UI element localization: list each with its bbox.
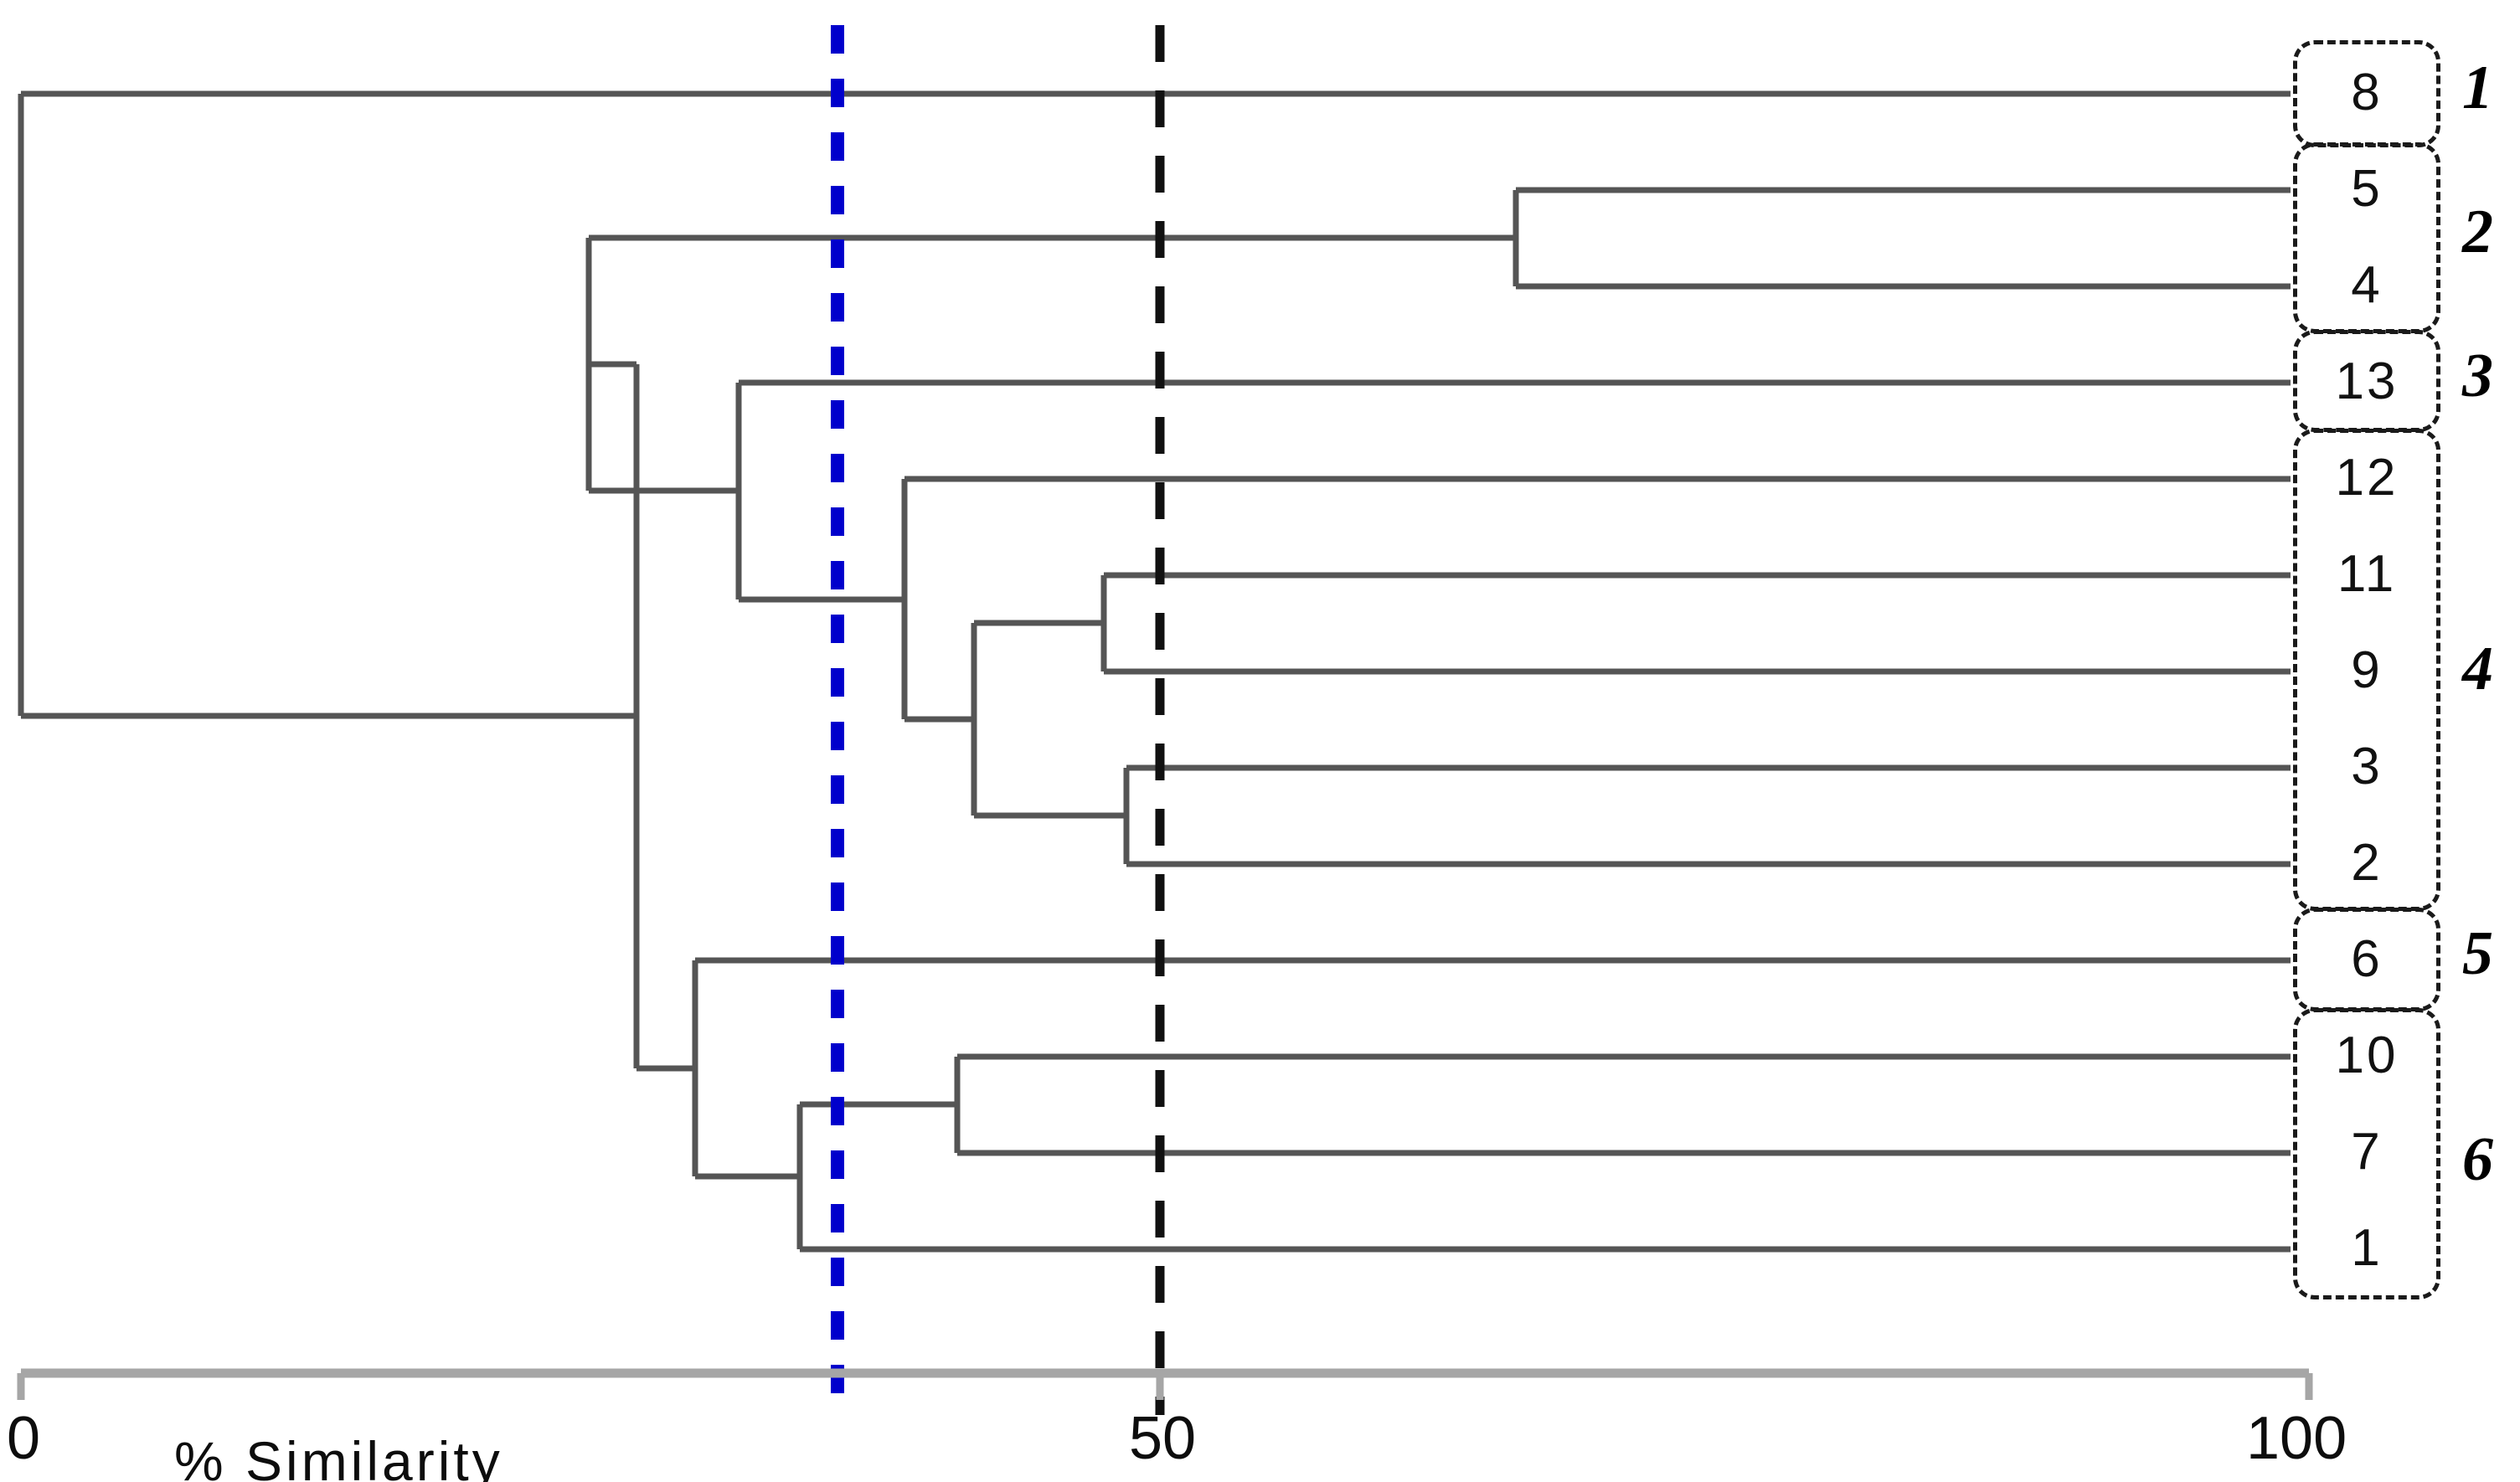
leaf-label-9: 9 — [2351, 641, 2383, 699]
branch-lines — [18, 90, 2291, 1253]
group-label-5: 5 — [2462, 919, 2493, 988]
x-axis — [17, 1368, 2313, 1400]
group-label-3: 3 — [2462, 342, 2493, 410]
leaf-label-11: 11 — [2337, 545, 2397, 603]
group-label-1: 1 — [2462, 54, 2493, 122]
leaf-label-12: 12 — [2335, 449, 2399, 507]
axis-title: % Similarity — [174, 1430, 503, 1482]
leaf-label-1: 1 — [2351, 1219, 2383, 1277]
group-label-6: 6 — [2462, 1125, 2493, 1194]
group-label-2: 2 — [2462, 198, 2493, 266]
leaf-label-13: 13 — [2335, 352, 2399, 410]
leaf-label-4: 4 — [2351, 256, 2383, 314]
leaf-label-8: 8 — [2351, 64, 2383, 121]
leaf-label-10: 10 — [2335, 1027, 2399, 1084]
axis-tick-label-100: 100 — [2246, 1405, 2347, 1472]
leaf-label-7: 7 — [2351, 1123, 2383, 1181]
group-box-6 — [2293, 1008, 2440, 1299]
axis-tick-label-50: 50 — [1129, 1405, 1197, 1472]
leaf-label-2: 2 — [2351, 834, 2383, 892]
axis-tick-label-0: 0 — [7, 1405, 41, 1472]
leaf-label-6: 6 — [2351, 930, 2383, 988]
leaf-label-3: 3 — [2351, 738, 2383, 795]
leaf-label-5: 5 — [2351, 160, 2383, 218]
group-label-4: 4 — [2462, 635, 2493, 703]
